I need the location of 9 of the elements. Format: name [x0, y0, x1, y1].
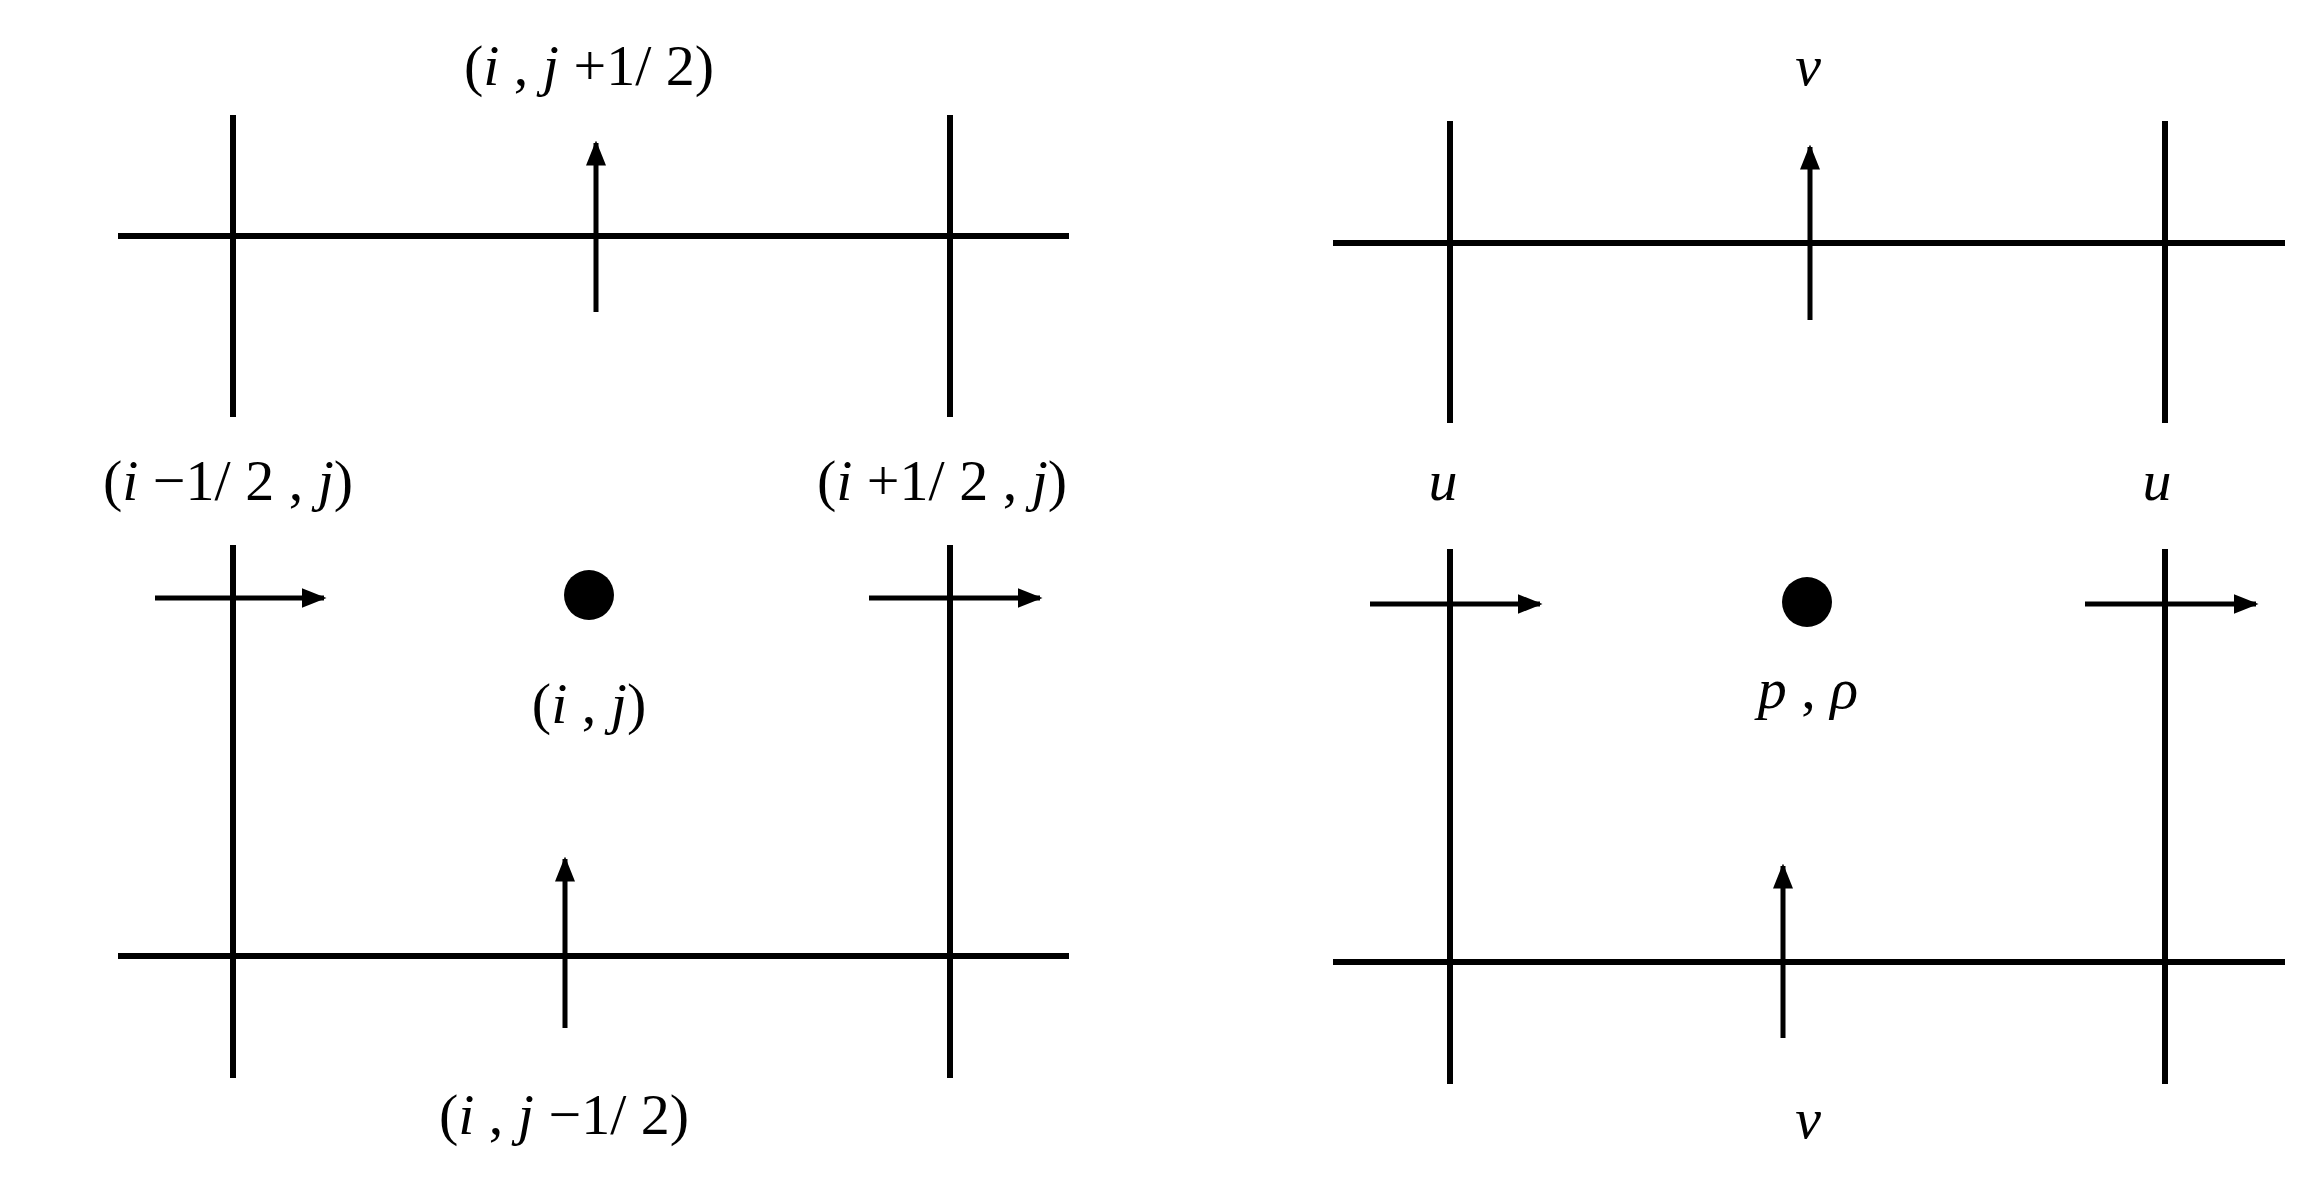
grid-label: (i , j −1/ 2) — [438, 1086, 690, 1144]
grid-label: v — [1795, 1090, 1821, 1148]
grid-label: (i , j +1/ 2) — [463, 37, 715, 95]
grid-label: (i , j) — [531, 675, 647, 733]
grid-label: u — [2142, 452, 2172, 510]
grid-label: v — [1795, 37, 1821, 95]
grid-label: (i +1/ 2 , j) — [816, 452, 1068, 510]
grid-label: u — [1428, 452, 1458, 510]
grid-label: (i −1/ 2 , j) — [102, 452, 354, 510]
